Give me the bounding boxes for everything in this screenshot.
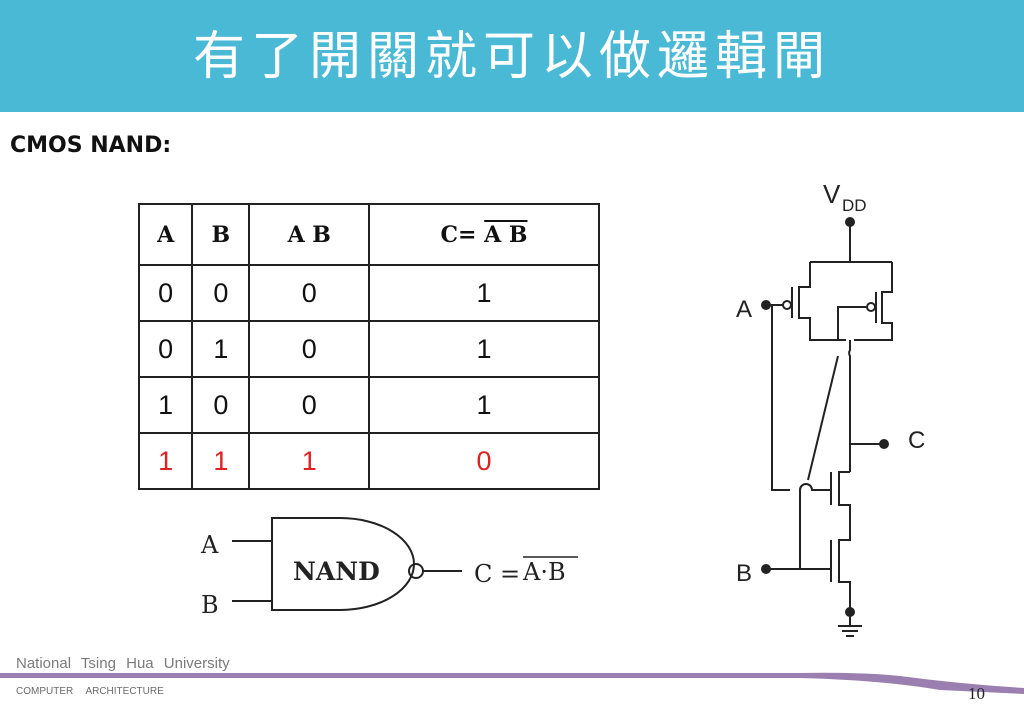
table-cell: 1 [368, 264, 600, 322]
slide-title: 有了開關就可以做邏輯閘 [192, 27, 831, 87]
truth-table-header: A B A B C= A B [137, 203, 600, 266]
table-cell: 0 [368, 432, 600, 490]
vdd-node [845, 217, 855, 227]
nmos-b-transistor [838, 518, 851, 612]
table-cell: 1 [368, 320, 600, 378]
table-cell: 0 [191, 376, 251, 434]
pmos-b-bubble [866, 302, 876, 312]
pmos-a-bubble [782, 300, 792, 310]
footer-department: COMPUTER ARCHITECTURE [16, 686, 164, 697]
truth-table: A B A B C= A B 0 0 0 1 0 1 0 1 1 0 0 1 [137, 203, 600, 490]
table-cell: 0 [191, 264, 251, 322]
gate-input-b-label: B [201, 591, 219, 619]
table-cell: 0 [137, 320, 194, 378]
table-row: 0 1 0 1 [137, 320, 600, 378]
circuit-output-label: C [908, 427, 925, 454]
header-a: A [137, 203, 194, 266]
input-a-down-wire [771, 305, 790, 491]
gate-label: NAND [293, 557, 380, 586]
circuit-input-a-label: A [736, 296, 752, 323]
footer-swoosh [0, 672, 1024, 694]
table-cell: 0 [248, 320, 371, 378]
title-bar: 有了開關就可以做邏輯閘 [0, 0, 1024, 112]
crossover-wire [807, 355, 839, 481]
input-a-node [761, 300, 771, 310]
page-number: 10 [968, 684, 985, 703]
table-cell: 1 [248, 432, 371, 490]
table-cell: 0 [248, 264, 371, 322]
table-cell: 1 [191, 320, 251, 378]
vdd-label: V [823, 179, 841, 209]
table-row: 1 0 0 1 [137, 376, 600, 434]
output-node [879, 439, 889, 449]
circuit-input-b-label: B [736, 560, 752, 587]
input-b-node [761, 564, 771, 574]
schematic-nodes [761, 217, 889, 617]
table-cell: 1 [368, 376, 600, 434]
footer-university: National Tsing Hua University [16, 655, 230, 672]
header-c-expr: A B [484, 221, 528, 248]
nmos-a-gate-wire [799, 483, 831, 491]
gate-output-expr: A·B [522, 558, 566, 586]
nand-gate-body [271, 517, 415, 611]
ground-node [845, 607, 855, 617]
table-cell: 1 [137, 432, 194, 490]
table-cell: 0 [248, 376, 371, 434]
table-cell: 1 [137, 376, 194, 434]
output-node-wire [848, 340, 851, 472]
gate-output-prefix: C = [474, 560, 520, 588]
pmos-a-transistor [798, 262, 846, 341]
pmos-b-gate-wire [837, 306, 867, 340]
table-cell: 0 [137, 264, 194, 322]
cmos-schematic [766, 222, 893, 637]
nmos-a-transistor [838, 471, 851, 518]
header-c-label: C= [440, 221, 477, 248]
table-cell: 1 [191, 432, 251, 490]
slide-subtitle: CMOS NAND: [10, 133, 172, 158]
table-row: 0 0 0 1 [137, 264, 600, 322]
header-ab: A B [248, 203, 371, 266]
gate-input-a-label: A [200, 531, 219, 559]
table-row-highlighted: 1 1 1 0 [137, 432, 600, 490]
header-b: B [191, 203, 251, 266]
nand-inversion-bubble [408, 563, 424, 579]
nand-gate-symbol [232, 517, 462, 611]
pmos-b-transistor [854, 262, 893, 341]
vdd-subscript: DD [842, 196, 867, 215]
header-c: C= A B [368, 203, 600, 266]
